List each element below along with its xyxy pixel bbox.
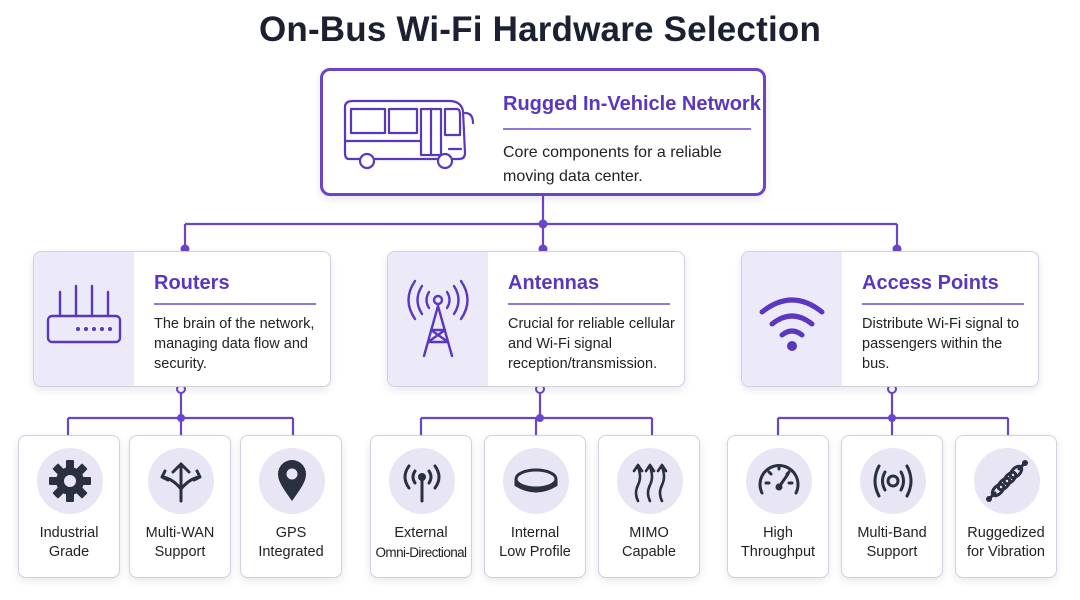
category-description: Crucial for reliable cellular and Wi-Fi …	[508, 316, 675, 372]
feature-card-ruggedized: Ruggedized for Vibration	[955, 435, 1057, 578]
gear-icon	[49, 460, 91, 502]
feature-label: Multi-Band Support	[857, 525, 927, 560]
feature-card-external-omni: External Omni-Directional	[370, 435, 472, 578]
category-card-routers: Routers The brain of the network, managi…	[33, 251, 331, 387]
root-title: Rugged In-Vehicle Network	[503, 93, 761, 115]
category-divider	[862, 303, 1024, 305]
icon-disc	[860, 448, 926, 514]
icon-disc	[503, 448, 569, 514]
feature-label: Industrial Grade	[39, 525, 99, 560]
antenna-tower-icon	[407, 279, 469, 358]
icon-disc	[259, 448, 325, 514]
category-card-access-points: Access Points Distribute Wi-Fi signal to…	[741, 251, 1039, 387]
wifi-icon	[759, 297, 825, 351]
feature-label: MIMO Capable	[621, 525, 676, 560]
bus-icon	[343, 99, 475, 170]
category-icon-panel	[34, 252, 134, 386]
broadcast-icon	[873, 464, 913, 498]
feature-label: High Throughput	[740, 525, 816, 560]
puck-antenna-icon	[514, 468, 558, 493]
feature-card-internal-low-profile: Internal Low Profile	[484, 435, 586, 578]
feature-card-mimo: MIMO Capable	[598, 435, 700, 578]
root-card: Rugged In-Vehicle Network Core component…	[320, 68, 766, 196]
category-divider	[508, 303, 670, 305]
category-description: Distribute Wi-Fi signal to passengers wi…	[862, 316, 1020, 372]
spring-icon	[986, 460, 1028, 502]
icon-disc	[148, 448, 214, 514]
icon-disc	[37, 448, 103, 514]
icon-disc	[974, 448, 1040, 514]
category-icon-panel	[388, 252, 488, 386]
icon-disc	[746, 448, 812, 514]
router-icon	[46, 284, 122, 344]
mimo-arrows-icon	[632, 463, 668, 503]
category-title: Access Points	[862, 272, 999, 294]
speedometer-icon	[758, 464, 800, 495]
feature-card-multi-wan: Multi-WAN Support	[129, 435, 231, 578]
icon-disc	[389, 448, 455, 514]
feature-card-industrial-grade: Industrial Grade	[18, 435, 120, 578]
category-card-antennas: Antennas Crucial for reliable cellular a…	[387, 251, 685, 387]
feature-label: External Omni-Directional	[375, 525, 468, 560]
category-divider	[154, 303, 316, 305]
category-icon-panel	[742, 252, 842, 386]
root-divider	[503, 128, 751, 130]
category-title: Routers	[154, 272, 230, 294]
split-arrows-icon	[160, 462, 202, 503]
icon-disc	[617, 448, 683, 514]
feature-label: Ruggedized for Vibration	[967, 525, 1045, 560]
feature-label: Multi-WAN Support	[145, 525, 215, 560]
root-description: Core components for a reliable moving da…	[503, 144, 722, 185]
feature-label: GPS Integrated	[258, 525, 324, 560]
map-pin-icon	[278, 460, 306, 501]
feature-card-high-throughput: High Throughput	[727, 435, 829, 578]
feature-card-gps: GPS Integrated	[240, 435, 342, 578]
category-title: Antennas	[508, 272, 600, 294]
feature-card-multi-band: Multi-Band Support	[841, 435, 943, 578]
page-title: On-Bus Wi-Fi Hardware Selection	[258, 10, 822, 49]
feature-label: Internal Low Profile	[499, 525, 571, 560]
omni-antenna-icon	[403, 464, 441, 503]
category-description: The brain of the network, managing data …	[154, 316, 315, 372]
